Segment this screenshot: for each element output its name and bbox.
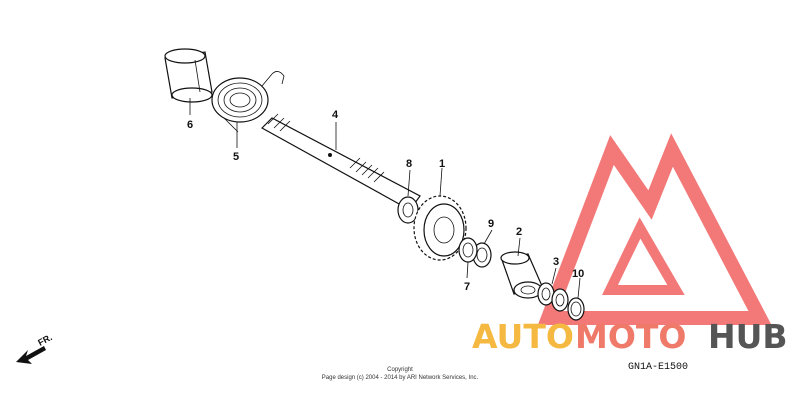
direction-label: FR. <box>36 332 53 348</box>
diagram-code: GN1A-E1500 <box>628 362 688 373</box>
callout-2: 2 <box>516 226 522 238</box>
part-1-gear[interactable] <box>413 195 467 261</box>
part-8-washer[interactable] <box>397 196 419 224</box>
part-10-circlip[interactable] <box>567 297 585 321</box>
callout-10: 10 <box>572 268 584 280</box>
leader-lines <box>189 98 581 299</box>
callout-1: 1 <box>439 158 445 170</box>
part-3-washers[interactable] <box>537 282 569 312</box>
callout-6: 6 <box>187 119 193 131</box>
callout-3: 3 <box>553 256 559 268</box>
copyright-line-2: Page design (c) 2004 - 2014 by ARI Netwo… <box>322 375 479 381</box>
callout-5: 5 <box>233 151 239 163</box>
watermark-moto: MOTO <box>575 317 686 356</box>
front-direction-arrow-icon <box>16 346 46 364</box>
callout-9: 9 <box>488 218 494 230</box>
part-7-washer[interactable] <box>458 237 478 263</box>
watermark-auto: AUTO <box>472 317 574 356</box>
part-2-ratchet[interactable] <box>500 251 543 299</box>
copyright-line-1: Copyright <box>387 367 413 373</box>
watermark-logo-icon <box>537 133 772 325</box>
callout-7: 7 <box>464 281 470 293</box>
callout-8: 8 <box>406 158 412 170</box>
part-6-collar[interactable] <box>164 48 213 103</box>
callout-4: 4 <box>332 109 339 121</box>
part-5-spring[interactable] <box>211 71 285 133</box>
watermark-text: AUTO MOTO HUB <box>472 317 788 356</box>
watermark-hub: HUB <box>708 317 788 356</box>
part-4-shaft[interactable] <box>261 113 421 211</box>
